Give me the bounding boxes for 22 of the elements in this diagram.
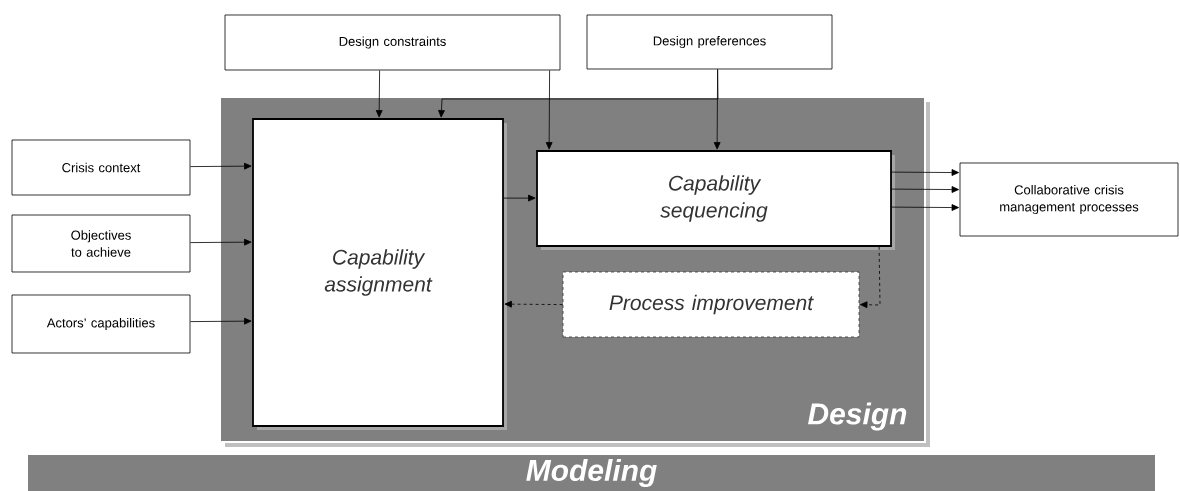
- arrow: [545, 70, 553, 150]
- arrow: [713, 69, 721, 150]
- arrow: [190, 162, 252, 170]
- input-box: Crisis context: [11, 139, 191, 196]
- input-box: Design constraints: [224, 14, 561, 71]
- arrow: [860, 246, 881, 309]
- arrow: [190, 317, 252, 325]
- input-box: Collaborative crisis management processes: [959, 162, 1179, 237]
- arrow: [504, 300, 563, 308]
- input-box: Design preferences: [586, 14, 833, 70]
- arrow: [891, 169, 959, 176]
- arrow: [503, 194, 536, 202]
- arrow: [891, 186, 959, 193]
- process-box: Process improvement: [562, 271, 860, 338]
- process-box: Capability sequencing: [536, 150, 892, 247]
- process-box: Capability assignment: [252, 118, 504, 427]
- arrow: [891, 204, 959, 211]
- arrow: [375, 70, 383, 118]
- modeling-band: Modeling: [28, 455, 1155, 491]
- arrow: [190, 238, 252, 246]
- input-box: Actors’ capabilities: [11, 294, 191, 354]
- input-box: Objectives to achieve: [11, 214, 191, 273]
